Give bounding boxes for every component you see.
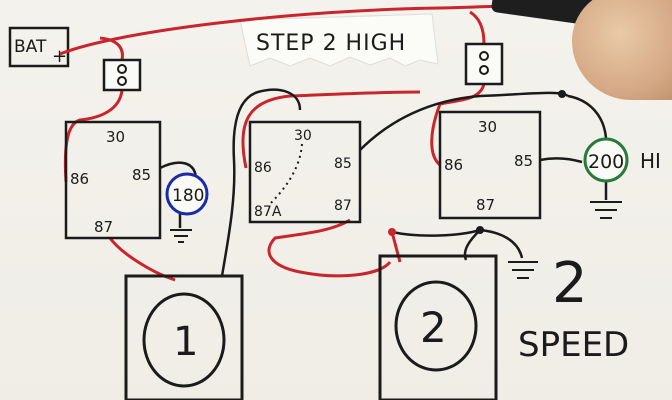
- title-label-paper: [239, 13, 439, 67]
- relay-1: 30 86 85 87: [64, 120, 162, 240]
- relay-2-pin-87a: 87A: [254, 204, 282, 220]
- battery-label: BAT: [14, 37, 47, 57]
- title: STEP 2 HIGH: [256, 31, 406, 56]
- relay-1-pin-85: 85: [132, 166, 151, 184]
- speed-number: 2: [552, 251, 588, 316]
- relay-2-pin-30: 30: [294, 128, 312, 144]
- relay-3-pin-86: 86: [444, 156, 463, 174]
- battery-box: [8, 26, 70, 68]
- switch-200-hi-label: HI: [640, 149, 661, 173]
- relay-2-pin-86: 86: [254, 160, 272, 176]
- relay-3-pin-30: 30: [478, 118, 497, 136]
- fan-1-label: 1: [173, 319, 198, 365]
- junction-dot: [558, 90, 566, 98]
- switch-200-label: 200: [588, 151, 624, 173]
- relay-1-pin-30: 30: [106, 128, 125, 146]
- relay-3-pin-85: 85: [514, 152, 533, 170]
- temp-switch-180: 180: [165, 172, 209, 243]
- fan-1: 1: [124, 274, 244, 400]
- fuse-2: [464, 42, 504, 86]
- relay-1-pin-86: 86: [70, 170, 89, 188]
- temp-switch-200: 200 HI: [583, 137, 661, 219]
- relay-2-pin-85: 85: [334, 156, 352, 172]
- junction-dot: [476, 226, 484, 234]
- speed-text: SPEED: [518, 325, 629, 365]
- relay-2: 30 86 85 87A 87: [248, 120, 362, 224]
- junction-dot: [388, 228, 396, 236]
- ground-icon: [508, 261, 538, 279]
- relay-3-pin-87: 87: [476, 196, 495, 214]
- ground-icon: [170, 229, 192, 243]
- relay-2-pin-87: 87: [334, 198, 352, 214]
- relay-3: 30 86 85 87: [438, 110, 542, 220]
- fan-2: 2: [378, 254, 498, 400]
- battery-plus: +: [52, 46, 67, 67]
- relay-2-switch-arm: [267, 143, 303, 207]
- fan-2-label: 2: [420, 303, 447, 352]
- fuse-1: [102, 58, 142, 92]
- ground-icon: [590, 201, 622, 219]
- relay-1-pin-87: 87: [94, 218, 113, 236]
- switch-180-label: 180: [172, 186, 204, 206]
